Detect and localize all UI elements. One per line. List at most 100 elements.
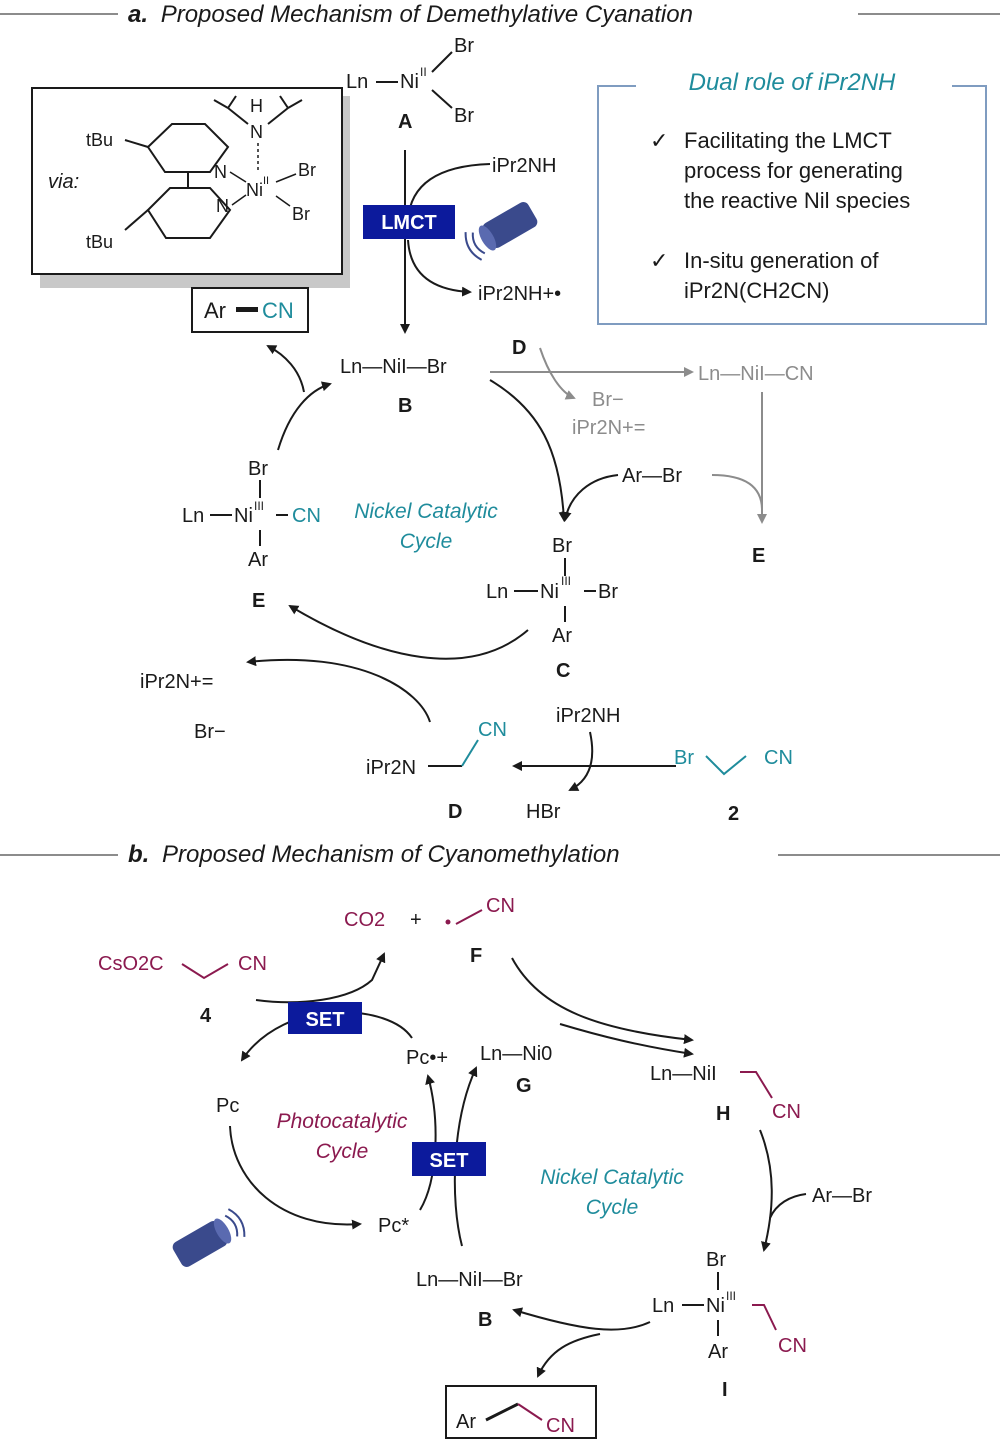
iminium-br: Br− bbox=[194, 721, 226, 743]
checkmark-icon: ✓ bbox=[650, 128, 668, 153]
a-ni: Ni bbox=[400, 71, 419, 93]
i-ar: Ar bbox=[708, 1341, 728, 1363]
pyridine-n-bottom: N bbox=[216, 196, 229, 216]
inset-ni: Ni bbox=[246, 180, 263, 200]
h-label: H bbox=[716, 1103, 730, 1125]
amine-in: iPr2NH bbox=[492, 155, 556, 177]
f-label: F bbox=[470, 945, 482, 967]
lmct-label: LMCT bbox=[381, 212, 437, 234]
to-product-arrow bbox=[266, 345, 305, 393]
d-label: D bbox=[448, 801, 462, 823]
e-ar: Ar bbox=[248, 549, 268, 571]
pyridine-ring-bottom bbox=[146, 187, 232, 239]
b-label-a: B bbox=[398, 395, 412, 417]
d-amine: iPr2N bbox=[366, 757, 416, 779]
product-b-cn: CN bbox=[546, 1415, 575, 1437]
a-br-bottom: Br bbox=[454, 105, 474, 127]
dual-role-box: Dual role of iPr2NH ✓ Facilitating the L… bbox=[597, 66, 987, 325]
species-e-a: Br Ln Ni III CN Ar E bbox=[182, 458, 321, 612]
hbr: HBr bbox=[526, 801, 561, 823]
reagent-amine: iPr2NH bbox=[556, 705, 620, 727]
product-box-a: Ar CN bbox=[191, 287, 309, 333]
a-label: A bbox=[398, 111, 412, 133]
svg-text:b. Proposed Mechanism of: b. Proposed Mechanism of Cyanomethylatio… bbox=[128, 841, 620, 868]
lamp-icon bbox=[172, 1208, 246, 1267]
side-d: D bbox=[512, 337, 526, 359]
nickel-cycle-b-2: Cycle bbox=[586, 1196, 639, 1219]
i-label: I bbox=[722, 1379, 728, 1401]
side-e: E bbox=[752, 545, 765, 567]
e-ln: Ln bbox=[182, 505, 204, 527]
h-text: Ln—NiI bbox=[650, 1063, 717, 1085]
species-d: iPr2N CN D bbox=[366, 719, 507, 823]
part-a-heading: a. Proposed Mechanism of Demethylative C… bbox=[0, 1, 1000, 28]
pyridine-n-top: N bbox=[214, 162, 227, 182]
pc: Pc bbox=[216, 1095, 239, 1117]
part-b-heading: b. Proposed Mechanism of Cyanomethylatio… bbox=[0, 841, 1000, 868]
photo-cycle-2: Cycle bbox=[316, 1140, 369, 1163]
cycle-label-a-2: Cycle bbox=[400, 530, 453, 553]
co2: CO2 bbox=[344, 909, 385, 931]
side-ni-cn: Ln—NiI—CN bbox=[698, 363, 814, 385]
tbu-top: tBu bbox=[86, 130, 113, 150]
photo-cycle-1: Photocatalytic bbox=[277, 1110, 408, 1133]
part-b-letter: b. bbox=[128, 841, 149, 868]
c-br-right: Br bbox=[598, 581, 618, 603]
set-box-1 bbox=[288, 1002, 362, 1034]
b-to-c-arrow bbox=[489, 379, 569, 522]
side-br: Br− bbox=[592, 389, 624, 411]
role-item2-line1: In-situ generation of bbox=[684, 248, 879, 273]
product-b-ar: Ar bbox=[456, 1411, 476, 1433]
role-item1-line2: process for generating bbox=[684, 158, 903, 183]
nickel-cycle-b-1: Nickel Catalytic bbox=[540, 1166, 684, 1189]
set-label-1: SET bbox=[306, 1009, 345, 1031]
ni0: Ln—Ni0 bbox=[480, 1043, 552, 1065]
species-c: Br Ln Ni III Br Ar C bbox=[486, 535, 618, 682]
lamp-icon bbox=[464, 202, 538, 261]
species-b-b: Ln—NiI—Br bbox=[416, 1269, 523, 1291]
product-a-cn: CN bbox=[262, 298, 294, 323]
svg-text:a. Proposed Mechanism of: a. Proposed Mechanism of Demethylative C… bbox=[128, 1, 693, 28]
side-iminium: iPr2N+= bbox=[572, 417, 645, 439]
a-ni-ox: II bbox=[420, 65, 427, 79]
role-item2-line2: iPr2N(CH2CN) bbox=[684, 278, 829, 303]
g-label: G bbox=[516, 1075, 532, 1097]
dual-role-title: Dual role of iPr2NH bbox=[689, 69, 896, 96]
product-box-b: Ar CN bbox=[445, 1385, 597, 1439]
r2-br: Br bbox=[674, 747, 694, 769]
aryl-bromide-b: Ar—Br bbox=[812, 1185, 872, 1207]
r2-cn: CN bbox=[764, 747, 793, 769]
a-ln: Ln bbox=[346, 71, 368, 93]
i-cn: CN bbox=[778, 1335, 807, 1357]
i-br: Br bbox=[706, 1249, 726, 1271]
pc-radical: Pc•+ bbox=[406, 1047, 448, 1069]
h-cn: CN bbox=[772, 1101, 801, 1123]
e-cn: CN bbox=[292, 505, 321, 527]
e-ni: Ni bbox=[234, 505, 253, 527]
radical-cn: CN bbox=[486, 895, 515, 917]
amine-out-arc bbox=[407, 239, 472, 297]
c-to-e-arrow bbox=[288, 604, 529, 660]
species-i: Br Ln Ni III CN Ar I bbox=[652, 1249, 807, 1401]
c-ar: Ar bbox=[552, 625, 572, 647]
lmct-box bbox=[363, 205, 455, 239]
part-a-letter: a. bbox=[128, 1, 148, 28]
e-ni-ox: III bbox=[254, 499, 264, 513]
amine-n: N bbox=[250, 122, 263, 142]
c-label: C bbox=[556, 660, 570, 682]
c-ln: Ln bbox=[486, 581, 508, 603]
c-ni-ox: III bbox=[561, 574, 571, 588]
d-cn: CN bbox=[478, 719, 507, 741]
product-a-ar: Ar bbox=[204, 298, 226, 323]
b-label-b: B bbox=[478, 1309, 492, 1331]
reagent-4-label: 4 bbox=[200, 1005, 212, 1027]
i-ni-ox: III bbox=[726, 1289, 736, 1303]
plus: + bbox=[410, 909, 422, 931]
reagent-4: CsO2C bbox=[98, 953, 164, 975]
via-label: via: bbox=[48, 171, 79, 193]
amine-out: iPr2NH+• bbox=[478, 283, 561, 305]
part-a-title: Proposed Mechanism of Demethylative Cyan… bbox=[161, 1, 693, 28]
cycle-label-a-1: Nickel Catalytic bbox=[354, 500, 498, 523]
checkmark-icon: ✓ bbox=[650, 248, 668, 273]
